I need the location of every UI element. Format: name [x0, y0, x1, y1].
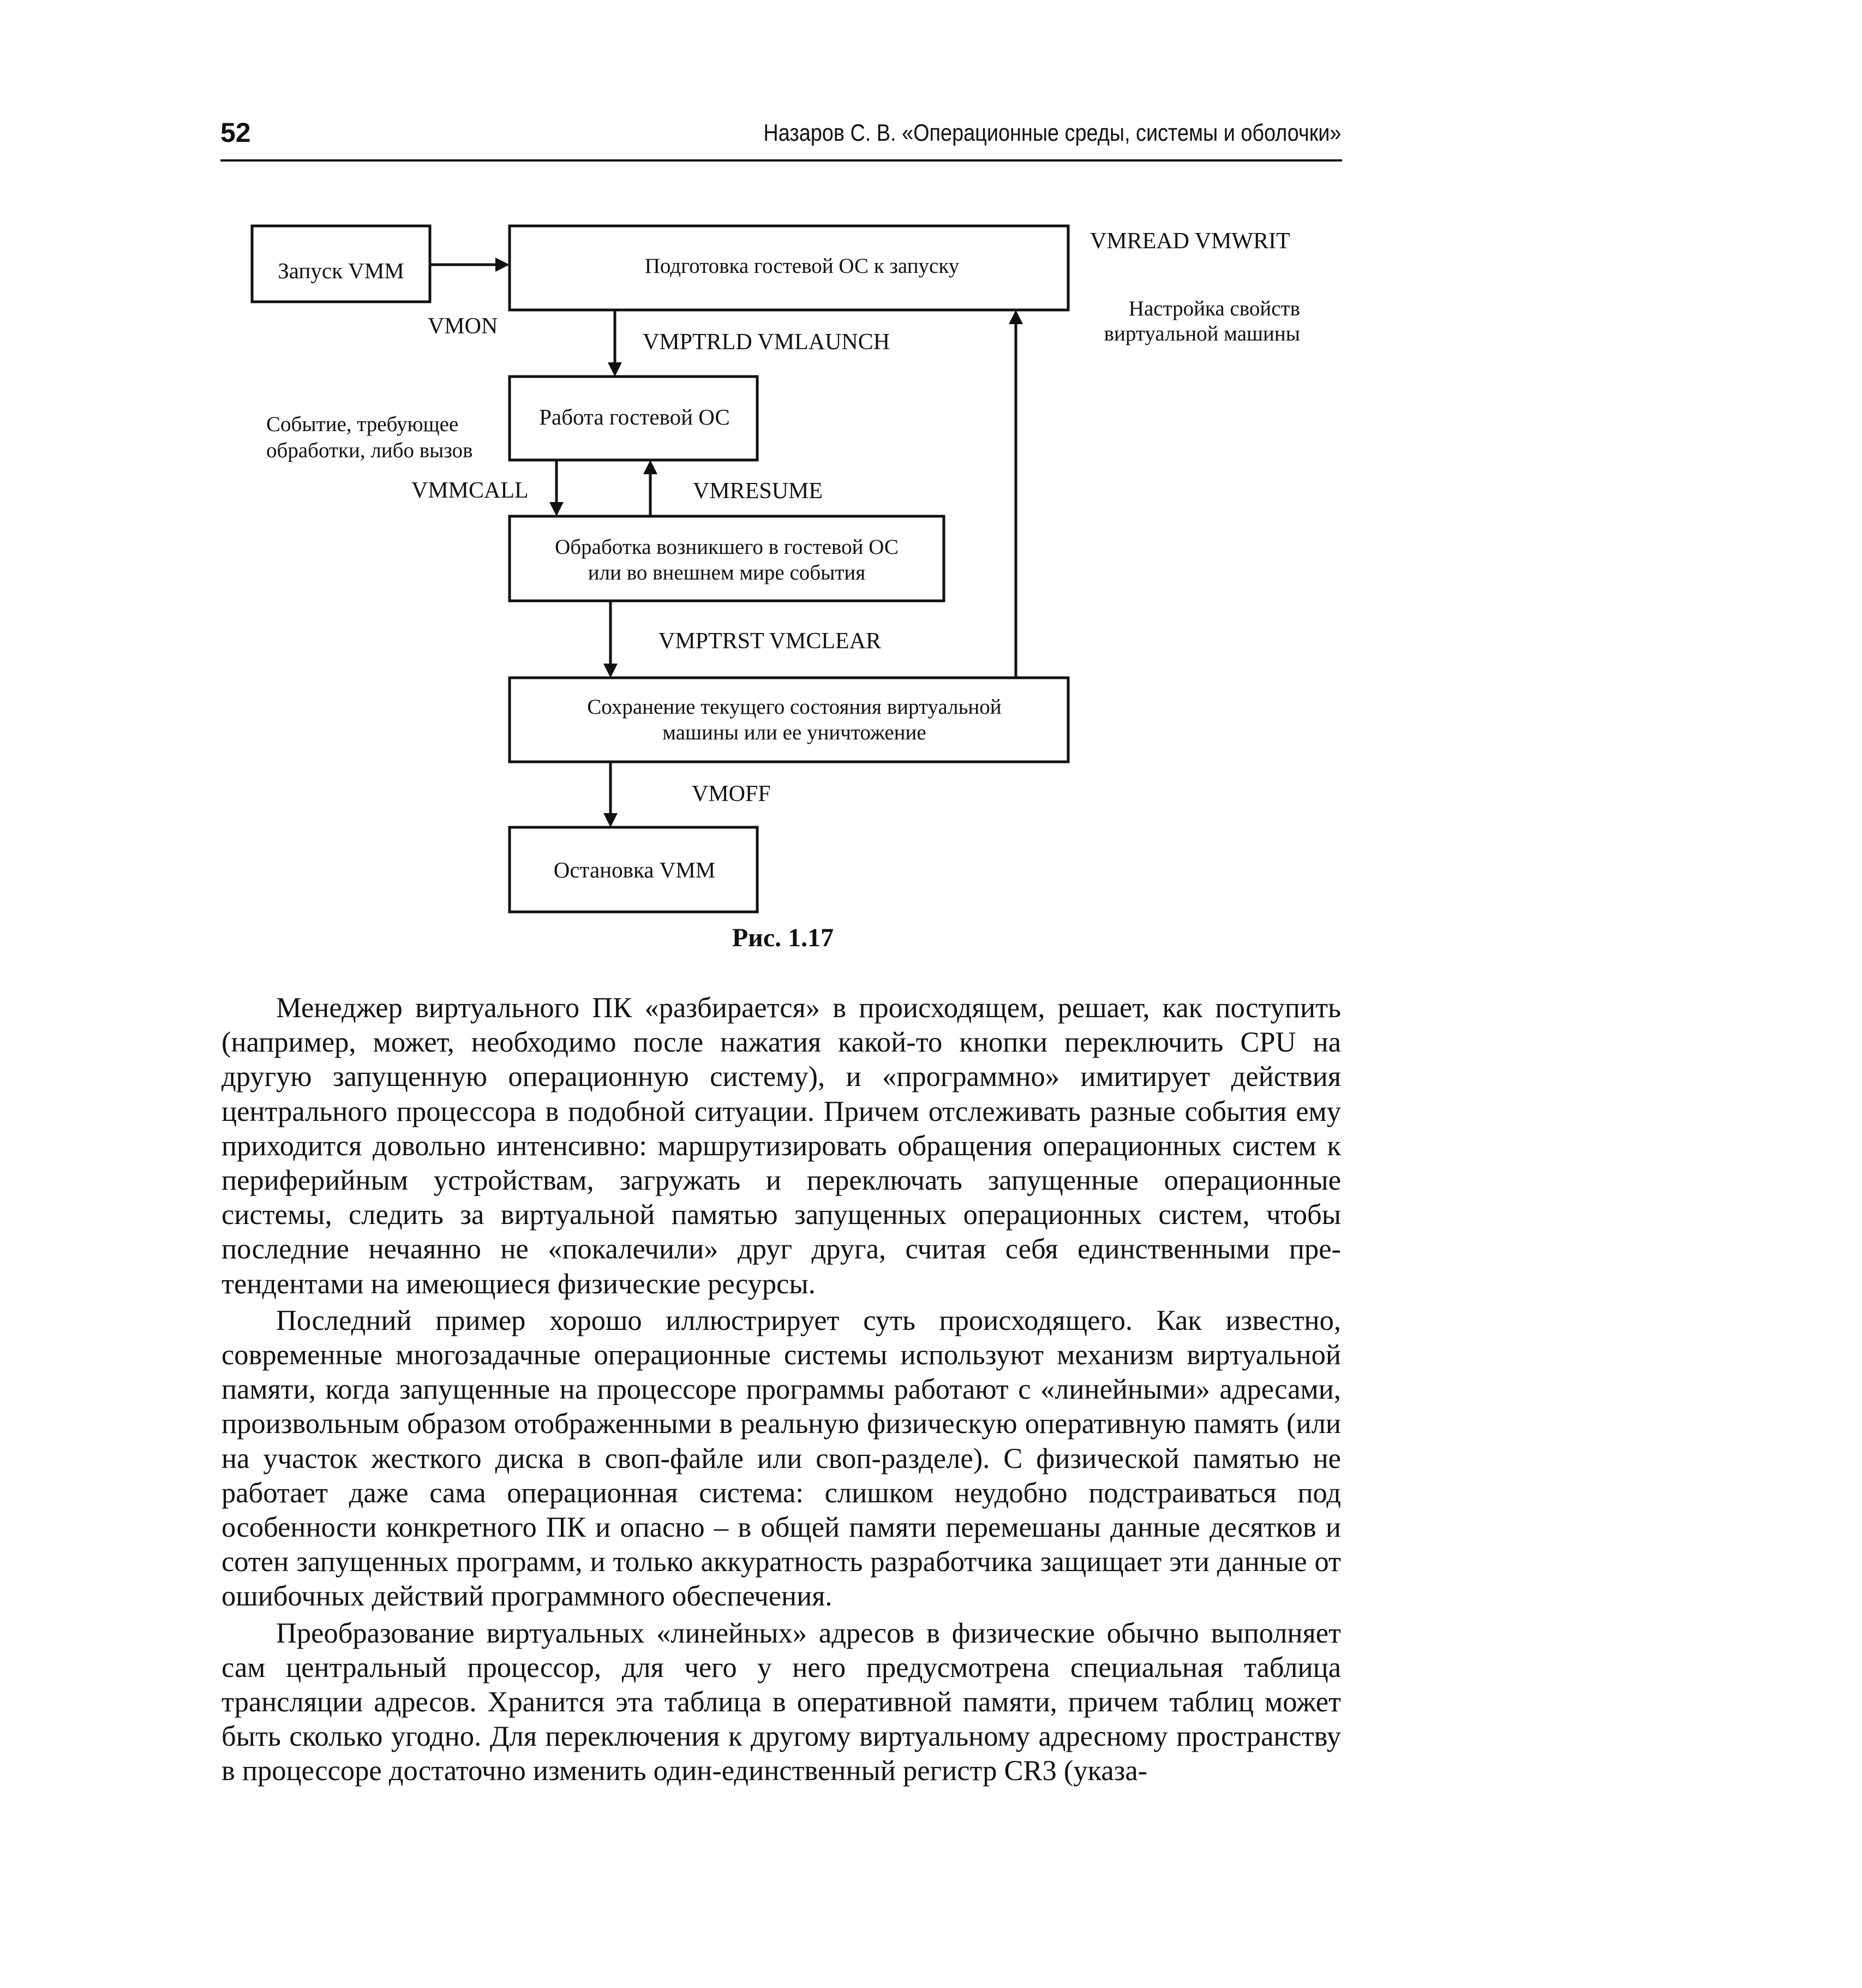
label-vmoff: VMOFF	[692, 781, 771, 807]
box-event-handling-label-1: Обработка возникшего в гостевой ОС	[555, 535, 899, 559]
box-vmm-stop	[508, 826, 759, 914]
body-text: Менеджер виртуального ПК «разбирается» в…	[221, 991, 1341, 1791]
box-event-handling-label-2: или во внешнем мире события	[588, 561, 865, 584]
label-event-note-1: Событие, требующее	[266, 413, 458, 436]
arrow-head-event-to-work	[643, 460, 657, 474]
box-guest-work	[508, 375, 759, 462]
box-save-state-label-1: Сохранение текущего состояния виртуально…	[587, 695, 1001, 719]
arrow-head-start-to-prep	[495, 258, 510, 272]
label-vmmcall: VMMCALL	[411, 478, 529, 503]
box-vmm-stop-label: Остановка VMM	[554, 857, 716, 882]
running-title: Назаров С. В. «Операционные среды, систе…	[763, 120, 1341, 146]
label-vmresume: VMRESUME	[693, 479, 823, 504]
paragraph: Последний пример хорошо иллюстрирует сут…	[221, 1304, 1341, 1613]
label-vmptrst: VMPTRST VMCLEAR	[658, 629, 881, 654]
label-vmread: VMREAD VMWRIT	[1090, 229, 1290, 254]
box-guest-prep-label: Подготовка гостевой ОС к запуску	[645, 254, 960, 278]
label-vmptrld: VMPTRLD VMLAUNCH	[643, 330, 890, 355]
label-vm-config-1: Настройка свойств	[1129, 297, 1300, 320]
figure-caption: Рис. 1.17	[732, 923, 834, 952]
arrow-head-save-to-stop	[603, 813, 618, 827]
arrow-head-prep-to-work	[608, 362, 622, 377]
header-rule	[220, 159, 1342, 162]
box-guest-prep	[508, 224, 1070, 312]
box-save-state	[508, 676, 1070, 763]
box-vmm-start-label: Запуск VMM	[278, 258, 404, 283]
box-save-state-label-2: машины или ее уничтожение	[662, 721, 926, 744]
arrow-head-event-to-save	[603, 664, 618, 678]
paragraph: Преобразование виртуальных «линейных» ад…	[221, 1617, 1341, 1787]
flow-diagram: Запуск VMM Подготовка гостевой ОС к запу…	[250, 224, 1300, 914]
label-vmon: VMON	[428, 314, 498, 339]
page-number: 52	[220, 117, 251, 148]
arrow-head-save-to-prep	[1009, 310, 1023, 324]
label-vm-config-2: виртуальной машины	[1104, 322, 1300, 345]
paragraph: Менеджер виртуального ПК «разбирается» в…	[221, 992, 1341, 1300]
box-guest-work-label: Работа гостевой ОС	[539, 404, 730, 429]
arrow-head-work-to-event	[549, 502, 564, 516]
label-event-note-2: обработки, либо вызов	[266, 439, 472, 462]
box-event-handling	[508, 515, 945, 602]
